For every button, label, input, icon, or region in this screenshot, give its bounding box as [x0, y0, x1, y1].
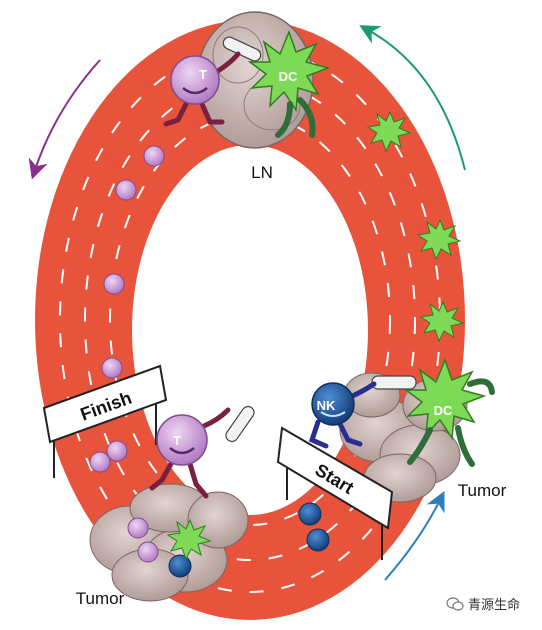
dc-top-label: DC — [279, 69, 298, 84]
t-cell-bottom — [149, 405, 255, 499]
tumor-left-cells — [127, 517, 212, 578]
dc-right-label: DC — [434, 403, 453, 418]
dendritic-cell-right — [371, 357, 495, 467]
finish-banner — [42, 364, 168, 478]
dendritic-cell-top — [247, 29, 331, 138]
migration-arrow-purple — [28, 59, 101, 180]
start-banner — [276, 426, 394, 560]
watermark: 青源生命 — [446, 594, 520, 613]
t-cell-bottom-label: T — [173, 433, 181, 448]
migrating-dcs — [366, 110, 465, 343]
t-cell-top-label: T — [199, 67, 207, 82]
migration-arrow-green — [359, 25, 466, 171]
wechat-icon — [446, 596, 464, 611]
migration-arrow-blue — [384, 491, 445, 581]
tumor-right-label: Tumor — [458, 481, 507, 500]
nk-cell — [308, 381, 377, 449]
nk-cells-migrating — [298, 502, 330, 552]
tumor-left — [89, 483, 249, 602]
tumor-left-label: Tumor — [76, 589, 125, 608]
ln-label: LN — [251, 163, 273, 182]
migrating-t-cells — [89, 145, 165, 473]
lane-line-inner — [109, 114, 391, 526]
t-cell-top — [163, 36, 262, 127]
watermark-text: 青源生命 — [468, 598, 521, 613]
nk-label: NK — [317, 398, 336, 413]
